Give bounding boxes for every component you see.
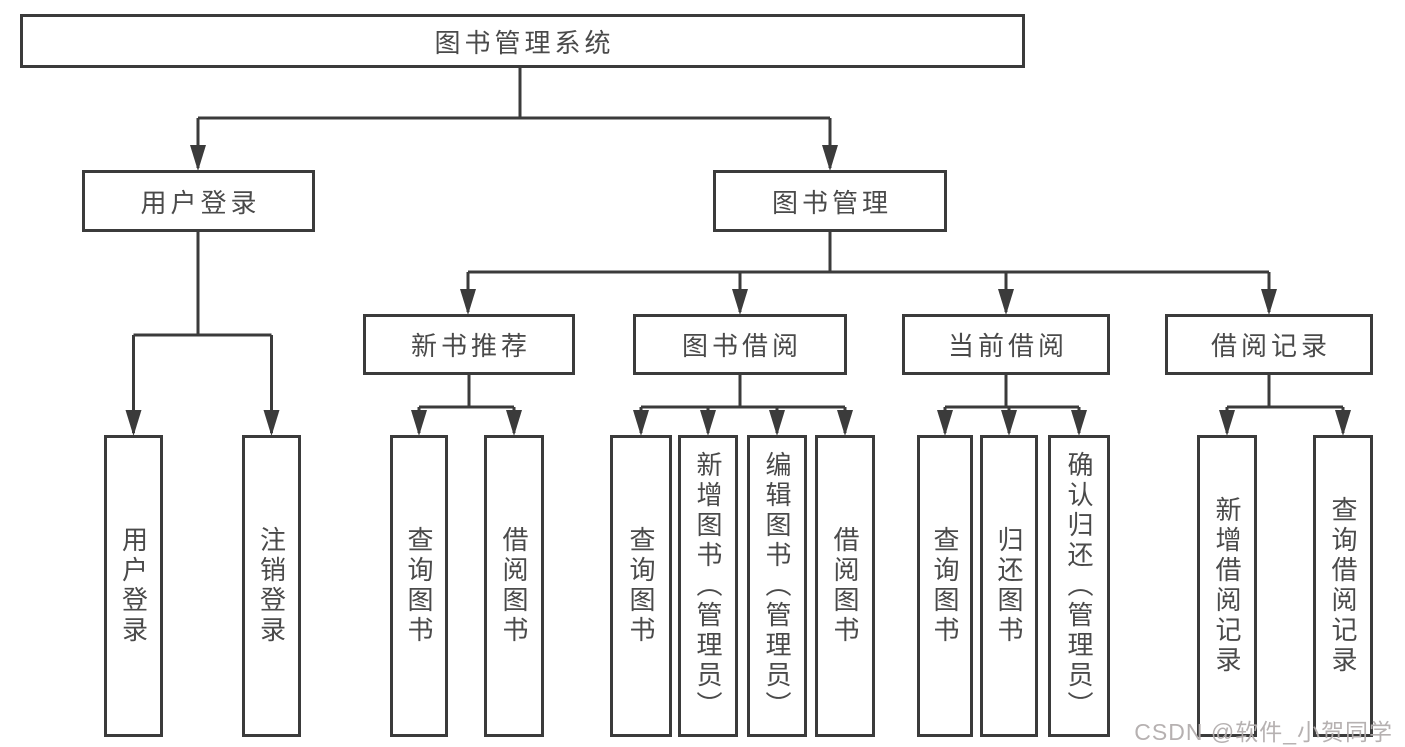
node-label: 借阅图书: [830, 526, 860, 646]
node-label: 用户登录: [118, 526, 149, 646]
node-label: 图书借阅: [681, 331, 802, 361]
node-user-login: 用户登录: [82, 170, 315, 232]
node-label: 确认归还（管理员）: [1064, 451, 1094, 721]
arrow-down-icon: [1001, 410, 1017, 436]
leaf-borrow-book-newrec: 借阅图书: [484, 435, 544, 737]
arrow-down-icon: [998, 289, 1014, 315]
leaf-query-book-newrec: 查询图书: [390, 435, 448, 737]
arrow-down-icon: [837, 410, 853, 436]
node-label: 查询图书: [626, 526, 656, 646]
arrow-down-icon: [732, 289, 748, 315]
node-label: 新增借阅记录: [1212, 496, 1242, 676]
node-book-borrow: 图书借阅: [633, 314, 847, 375]
leaf-edit-book-admin: 编辑图书（管理员）: [747, 435, 807, 737]
node-label: 当前借阅: [947, 331, 1068, 361]
leaf-return-book: 归还图书: [980, 435, 1038, 737]
leaf-add-book-admin: 新增图书（管理员）: [678, 435, 738, 737]
node-label: 图书管理系统: [434, 27, 615, 58]
arrow-down-icon: [506, 410, 522, 436]
node-book-management: 图书管理: [713, 170, 947, 232]
node-label: 借阅记录: [1210, 331, 1331, 361]
leaf-query-borrow-record: 查询借阅记录: [1313, 435, 1373, 737]
arrow-down-icon: [769, 410, 785, 436]
node-label: 借阅图书: [499, 526, 529, 646]
arrow-down-icon: [700, 410, 716, 436]
leaf-logout: 注销登录: [242, 435, 301, 737]
leaf-user-login: 用户登录: [104, 435, 163, 737]
node-label: 查询图书: [930, 526, 960, 646]
arrow-down-icon: [1071, 410, 1087, 436]
arrow-down-icon: [411, 410, 427, 436]
leaf-borrow-book: 借阅图书: [815, 435, 875, 737]
arrow-down-icon: [460, 289, 476, 315]
arrow-down-icon: [263, 410, 280, 436]
node-label: 编辑图书（管理员）: [762, 451, 792, 721]
node-label: 用户登录: [140, 187, 261, 218]
node-label: 归还图书: [994, 526, 1024, 646]
arrow-down-icon: [1219, 410, 1235, 436]
node-label: 注销登录: [256, 526, 287, 646]
node-label: 新增图书（管理员）: [693, 451, 723, 721]
node-new-book-recommend: 新书推荐: [363, 314, 575, 375]
leaf-query-book-current: 查询图书: [917, 435, 973, 737]
arrow-down-icon: [633, 410, 649, 436]
node-library-management-system: 图书管理系统: [20, 14, 1025, 68]
node-label: 新书推荐: [410, 331, 531, 361]
tree-edges: [132, 68, 1345, 433]
leaf-confirm-return-admin: 确认归还（管理员）: [1048, 435, 1110, 737]
arrow-down-icon: [1261, 289, 1277, 315]
arrow-down-icon: [937, 410, 953, 436]
csdn-watermark: CSDN @软件_小贺同学: [1134, 719, 1393, 745]
arrow-down-icon: [1335, 410, 1351, 436]
arrow-down-icon: [822, 145, 838, 171]
node-label: 查询借阅记录: [1328, 496, 1358, 676]
arrow-down-icon: [190, 145, 206, 171]
leaf-add-borrow-record: 新增借阅记录: [1197, 435, 1257, 737]
arrow-down-icon: [125, 410, 142, 436]
node-label: 图书管理: [771, 187, 892, 218]
node-label: 查询图书: [404, 526, 434, 646]
leaf-query-book-borrow: 查询图书: [610, 435, 672, 737]
node-current-borrow: 当前借阅: [902, 314, 1110, 375]
node-borrow-record: 借阅记录: [1165, 314, 1373, 375]
